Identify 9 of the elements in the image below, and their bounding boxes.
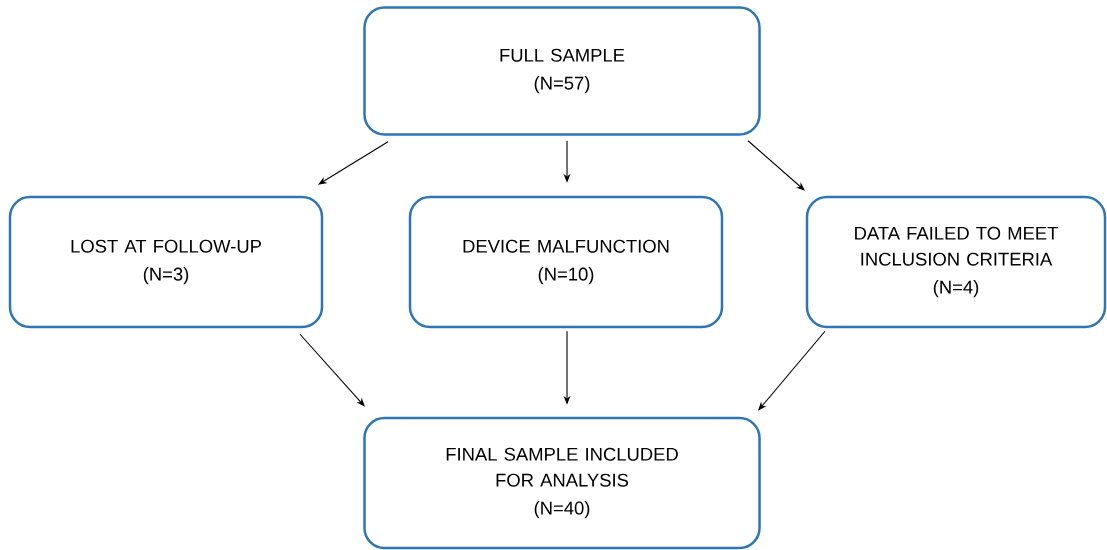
- arrow: [299, 333, 365, 407]
- process-box: FINAL SAMPLE INCLUDED FOR ANALYSIS (N=40): [363, 416, 761, 550]
- process-box: DEVICE MALFUNCTION (N=10): [408, 195, 724, 329]
- process-box: LOST AT FOLLOW-UP (N=3): [8, 195, 324, 329]
- arrow: [747, 140, 805, 191]
- process-box: FULL SAMPLE (N=57): [363, 6, 761, 136]
- arrow: [758, 330, 826, 411]
- process-box: DATA FAILED TO MEET INCLUSION CRITERIA (N=4): [805, 195, 1107, 329]
- arrow: [318, 141, 389, 185]
